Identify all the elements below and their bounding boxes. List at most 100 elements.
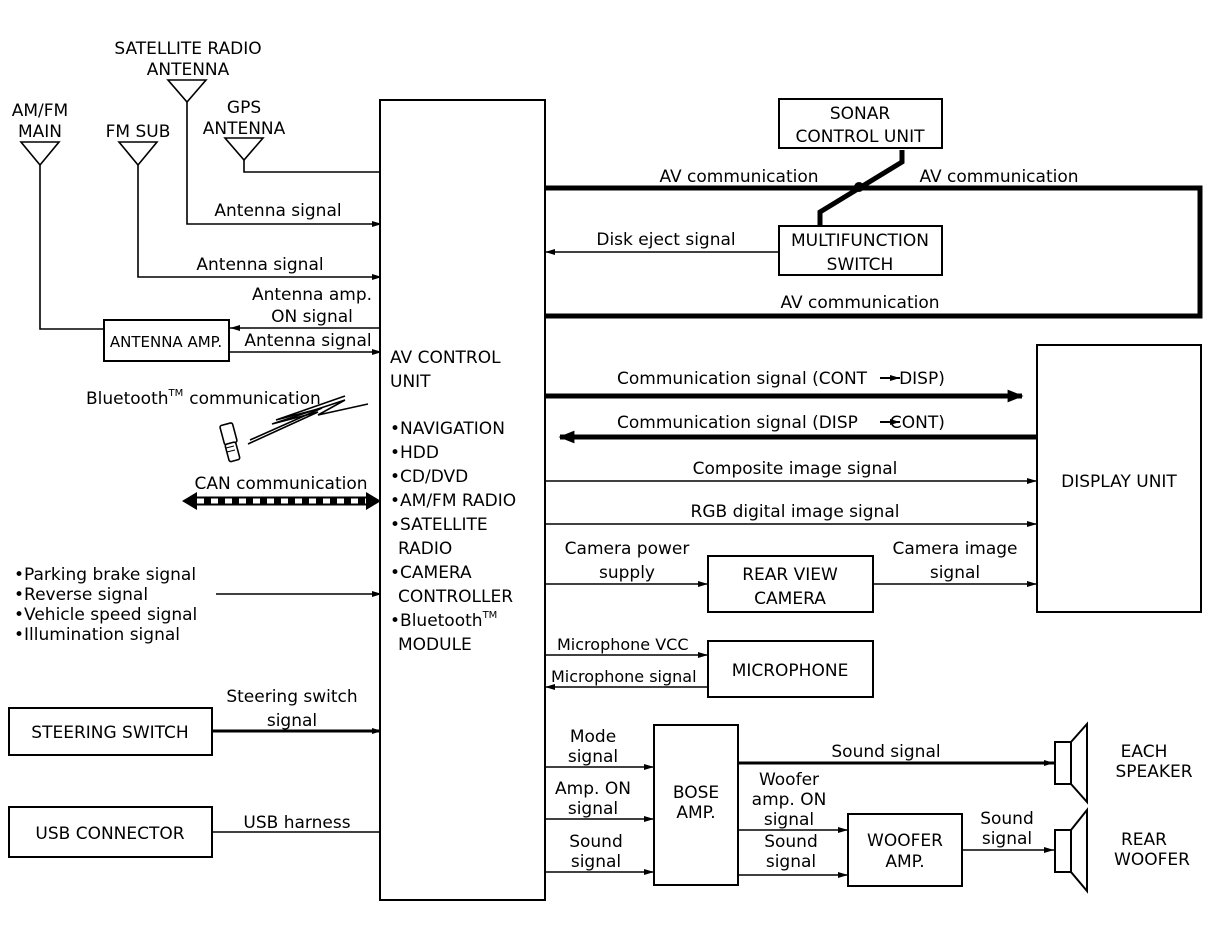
- satellite-antenna-wire: [186, 102, 382, 227]
- feature-satellite: •SATELLITE: [390, 515, 488, 535]
- feature-satellite-radio: RADIO: [398, 539, 452, 559]
- antenna-signal-label-3: Antenna signal: [244, 331, 371, 351]
- display-unit-box: [1036, 344, 1202, 613]
- gps-antenna-icon: [223, 137, 265, 162]
- fm-sub-antenna-wire: [137, 165, 382, 280]
- sound-signal-2-label-1: Sound: [764, 832, 818, 852]
- antenna-signal-label-2: Antenna signal: [196, 255, 323, 275]
- bose-amp-label-1: BOSE: [673, 783, 719, 803]
- gps-antenna: GPS ANTENNA: [203, 98, 380, 173]
- feature-hdd: •HDD: [390, 443, 439, 463]
- steering-signal-label-1: Steering switch: [226, 687, 357, 707]
- antenna-amp-on-label-2: ON signal: [271, 307, 353, 327]
- woofer-amp-box: [847, 813, 963, 887]
- sound-signal-3-label-1: Sound: [980, 809, 1034, 829]
- av-comm-label-2: AV communication: [919, 167, 1078, 187]
- phone-icon: [219, 422, 241, 463]
- antenna-amp-on-label-1: Antenna amp.: [252, 285, 372, 305]
- mode-signal-label-1: Mode: [570, 727, 616, 747]
- feature-am-fm-radio: •AM/FM RADIO: [390, 491, 516, 511]
- amp-on-label-2: signal: [568, 799, 618, 819]
- feature-cd-dvd: •CD/DVD: [390, 467, 468, 487]
- sound-signal-1-label-2: signal: [571, 852, 621, 872]
- av-communication-bus: [545, 185, 1203, 319]
- woofer-amp-on-label-3: signal: [764, 810, 814, 830]
- parking-brake-signal: •Parking brake signal: [14, 565, 196, 585]
- satellite-antenna-label-2: ANTENNA: [147, 60, 230, 80]
- steering-switch-box: [8, 707, 213, 756]
- feature-bluetooth: •BluetoothTM: [390, 610, 497, 631]
- antenna-amp-label: ANTENNA AMP.: [110, 333, 222, 351]
- mic-signal-label: Microphone signal: [551, 667, 697, 686]
- fm-sub-antenna-icon: [117, 141, 159, 167]
- amp-on-label-1: Amp. ON: [555, 779, 631, 799]
- woofer-amp-label-2: AMP.: [885, 852, 924, 872]
- woofer-amp-on-label-2: amp. ON: [752, 790, 827, 810]
- woofer-amp-on-label-1: Woofer: [759, 770, 819, 790]
- can-label: CAN communication: [194, 474, 367, 494]
- fm-sub-label: FM SUB: [106, 122, 171, 142]
- sound-signal-2-label-2: signal: [766, 852, 816, 872]
- antenna-signal-label-1: Antenna signal: [214, 201, 341, 221]
- av-control-unit-box: [379, 99, 546, 901]
- feature-camera-controller: CONTROLLER: [398, 587, 513, 607]
- multifunction-switch-box: [778, 225, 943, 276]
- am-fm-main-label-2: MAIN: [18, 122, 62, 142]
- feature-navigation: •NAVIGATION: [390, 419, 505, 439]
- camera-image-label-1: Camera image: [892, 539, 1017, 559]
- satellite-radio-antenna: SATELLITE RADIO ANTENNA: [114, 39, 382, 227]
- rear-camera-label-2: CAMERA: [754, 589, 826, 609]
- bose-amp-box: [653, 724, 739, 886]
- woofer-icon: [1054, 807, 1088, 894]
- antenna-amp-box: [103, 319, 230, 362]
- each-speaker-label-2: SPEAKER: [1115, 762, 1192, 782]
- microphone-box: [707, 640, 874, 698]
- av-comm-label-1: AV communication: [659, 167, 818, 187]
- reverse-signal: •Reverse signal: [14, 585, 148, 605]
- multifunction-label-2: SWITCH: [827, 255, 894, 275]
- feature-camera: •CAMERA: [390, 563, 472, 583]
- satellite-antenna-label-1: SATELLITE RADIO: [114, 39, 261, 59]
- camera-image-label-2: signal: [930, 563, 980, 583]
- mic-vcc-label: Microphone VCC: [557, 635, 689, 654]
- bluetooth-wireless-icon-2: [249, 395, 346, 441]
- sonar-control-unit-box: [778, 98, 943, 149]
- satellite-antenna-icon: [166, 79, 208, 104]
- can-bus-line: [182, 492, 381, 510]
- gps-label-2: ANTENNA: [203, 119, 286, 139]
- display-unit-label: DISPLAY UNIT: [1061, 472, 1177, 492]
- usb-connector-label: USB CONNECTOR: [35, 824, 184, 844]
- am-fm-main-label-1: AM/FM: [12, 101, 68, 121]
- av-control-label-2: UNIT: [390, 372, 431, 392]
- microphone-label: MICROPHONE: [732, 661, 849, 681]
- woofer-amp-label-1: WOOFER: [867, 831, 943, 851]
- av-comm-label-3: AV communication: [780, 293, 939, 313]
- usb-harness-label: USB harness: [243, 813, 350, 833]
- steering-signal-label-2: signal: [267, 711, 317, 731]
- each-speaker-label-1: EACH: [1121, 742, 1168, 762]
- disk-eject-label: Disk eject signal: [596, 230, 735, 250]
- camera-power-label-2: supply: [599, 563, 655, 583]
- am-fm-antenna-wire: [39, 165, 104, 330]
- sound-signal-3-label-2: signal: [982, 829, 1032, 849]
- multifunction-label-1: MULTIFUNCTION: [791, 231, 929, 251]
- gps-label-1: GPS: [227, 98, 261, 118]
- bose-amp-label-2: AMP.: [676, 803, 715, 823]
- illumination-signal: •Illumination signal: [14, 625, 180, 645]
- vehicle-speed-signal: •Vehicle speed signal: [14, 605, 197, 625]
- mode-signal-label-2: signal: [568, 747, 618, 767]
- feature-bluetooth-module: MODULE: [398, 635, 472, 655]
- rear-camera-label-1: REAR VIEW: [742, 565, 838, 585]
- gps-antenna-wire: [243, 160, 380, 173]
- am-fm-antenna-icon: [19, 141, 61, 167]
- composite-label: Composite image signal: [693, 459, 898, 479]
- sonar-label-2: CONTROL UNIT: [796, 127, 926, 147]
- sonar-label-1: SONAR: [830, 104, 891, 124]
- rgb-label: RGB digital image signal: [691, 502, 900, 522]
- usb-connector-box: [8, 806, 213, 858]
- rear-woofer-label-1: REAR: [1121, 830, 1167, 850]
